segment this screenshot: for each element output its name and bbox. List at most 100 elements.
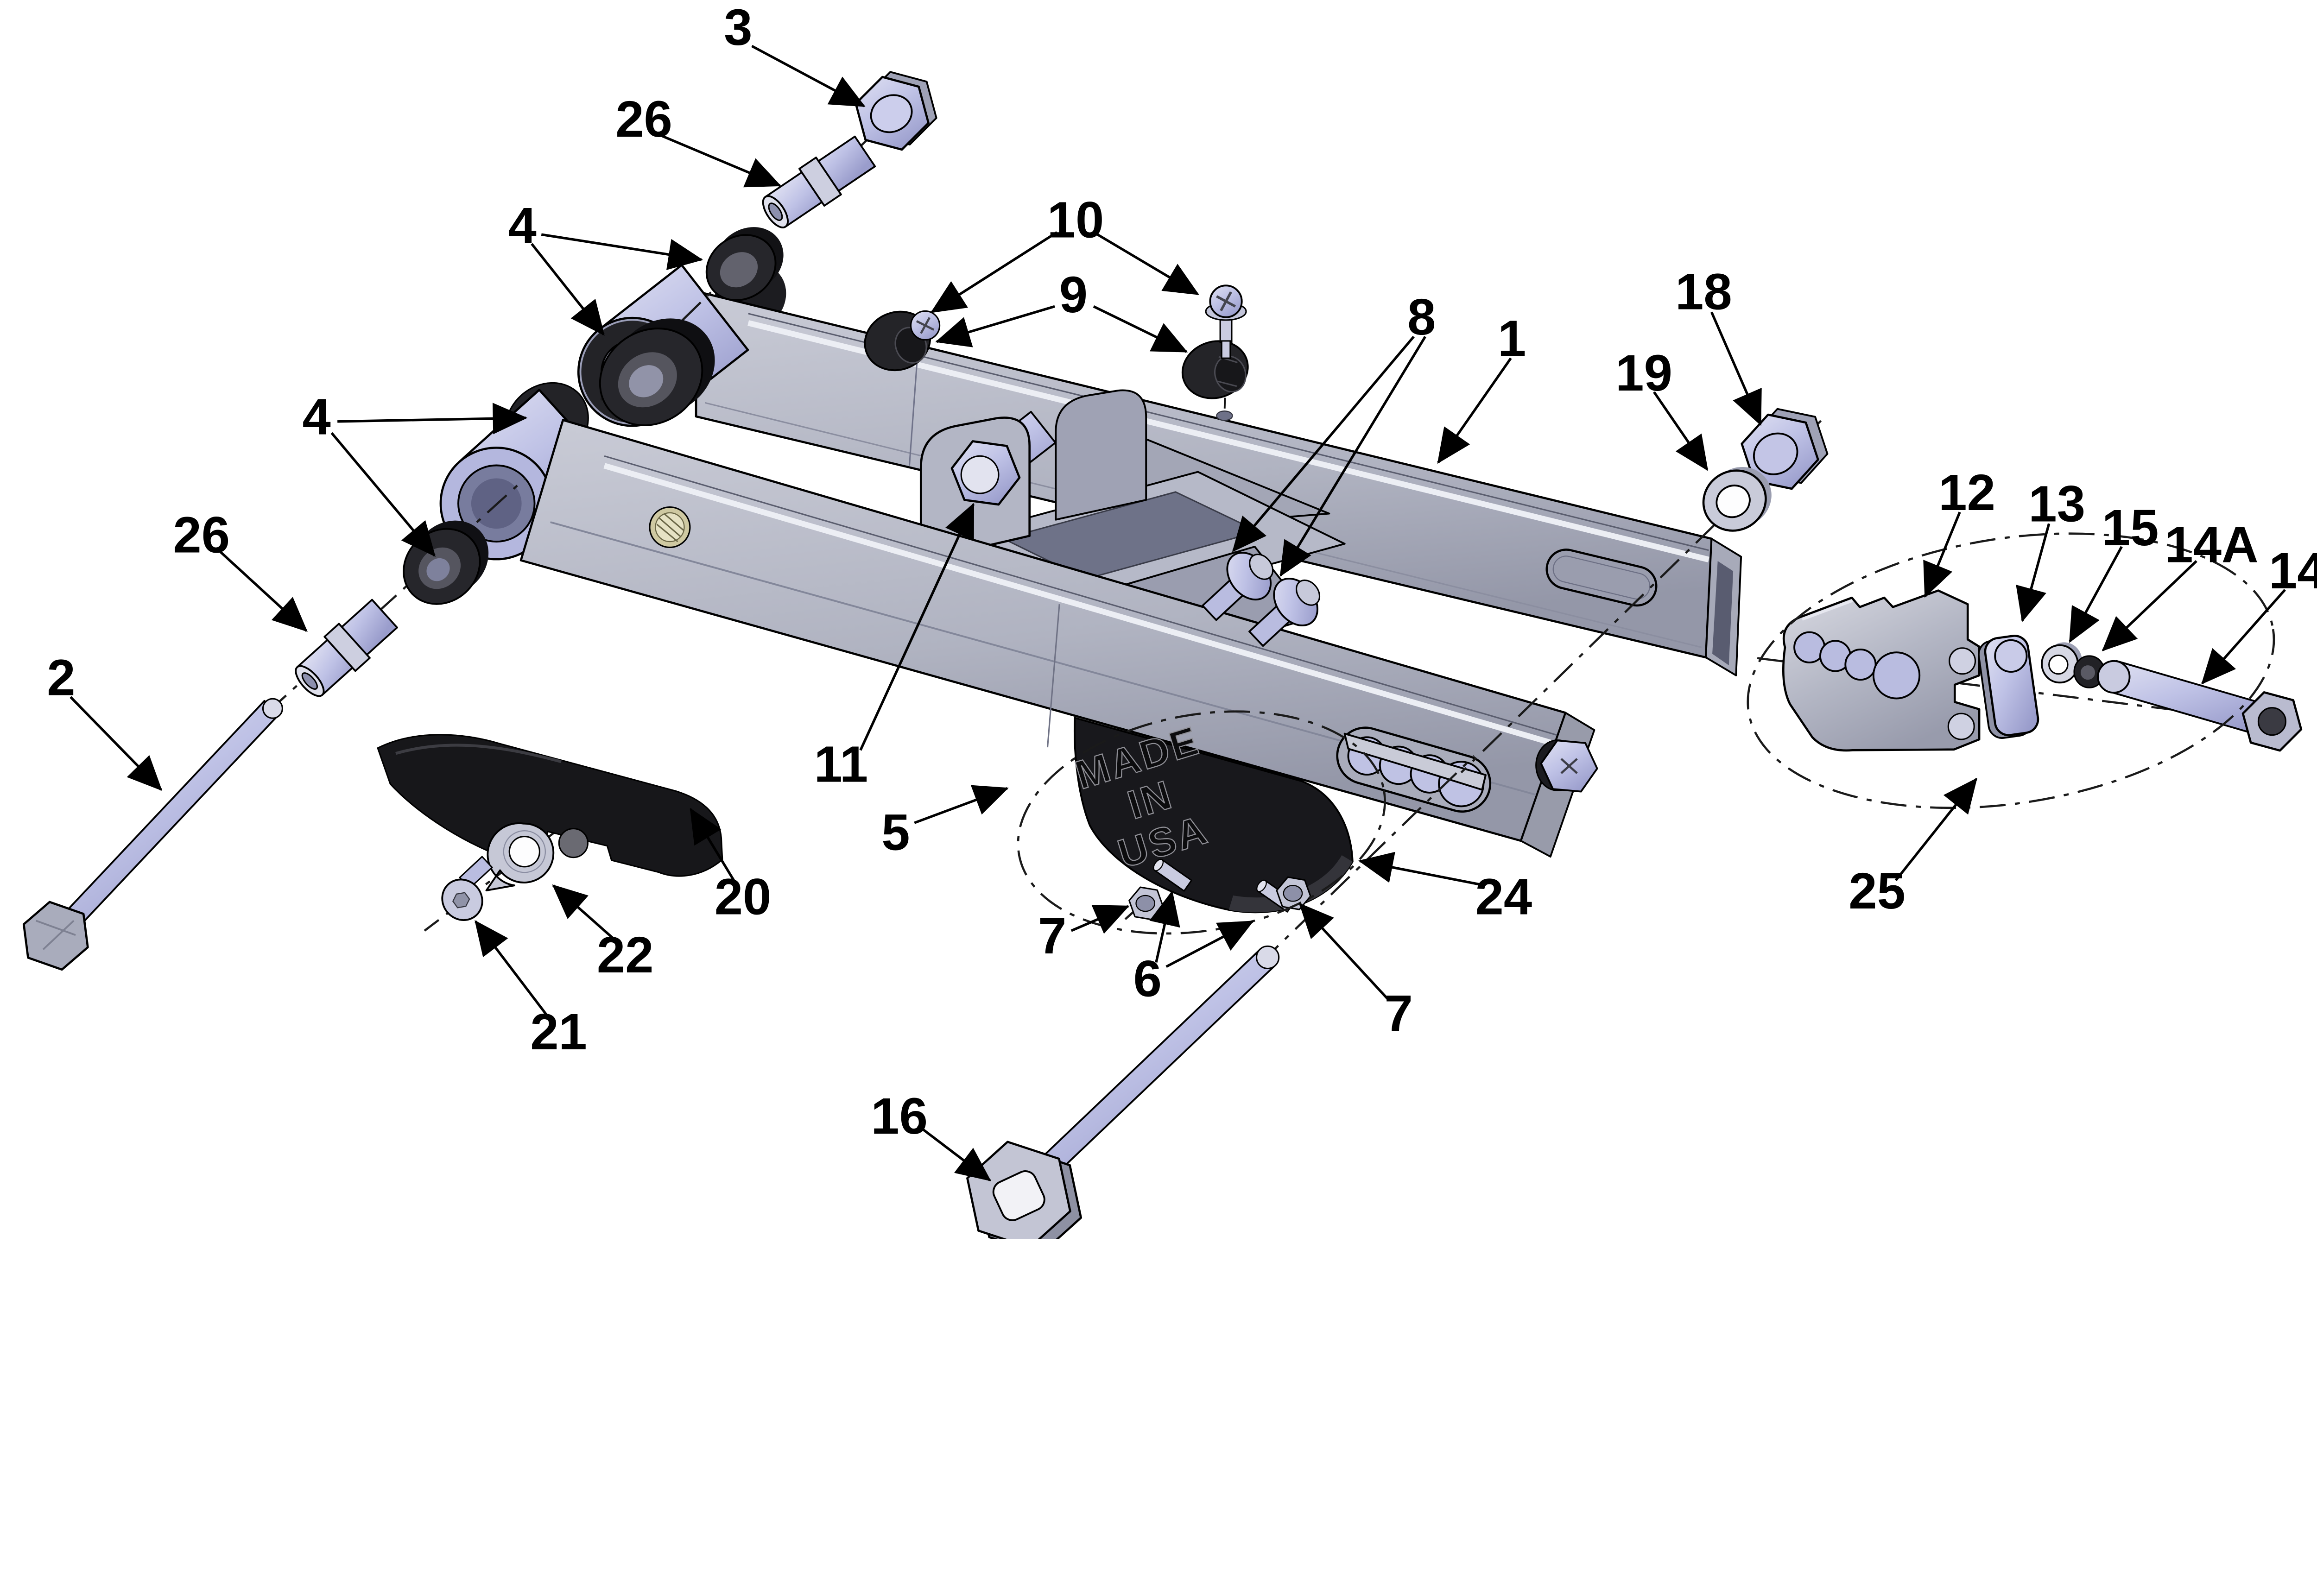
- leader-20: [690, 807, 735, 881]
- leader-7-b: [1299, 903, 1389, 1000]
- callout-1: 1: [1498, 310, 1526, 367]
- leader-10-b: [1094, 232, 1199, 296]
- leader-8-a: [1232, 335, 1415, 552]
- leader-22: [552, 884, 616, 941]
- part-8-stud-right: [1248, 577, 1321, 647]
- leader-9-b: [1093, 305, 1188, 353]
- callout-5: 5: [881, 804, 910, 861]
- callout-24: 24: [1475, 868, 1532, 925]
- part-20-mount-hole: [558, 827, 589, 858]
- part-3-pivot-nut: [855, 71, 937, 151]
- adjuster-retaining-strap: [1343, 732, 1487, 791]
- leader-6-a: [1149, 890, 1180, 963]
- part-4-bushing-top-small: [705, 227, 784, 301]
- callout-14a: 14A: [2165, 516, 2258, 573]
- callout-25: 25: [1849, 863, 1906, 920]
- axis-axle-adjust: [1460, 420, 1822, 774]
- leader-9-a: [935, 305, 1055, 347]
- exploded-parts-diagram: MADE IN USA: [22, 0, 2317, 1239]
- leader-6-b: [1165, 920, 1254, 968]
- callout-12: 12: [1938, 464, 1995, 521]
- leader-8-b: [1279, 336, 1426, 577]
- leader-7-a: [1070, 905, 1130, 934]
- leader-5: [914, 785, 1009, 824]
- callout-7-right: 7: [1385, 985, 1413, 1042]
- callout-20: 20: [715, 868, 772, 925]
- pivot-bolt-face: [960, 455, 1000, 494]
- part-6-stud-left: [1153, 858, 1192, 892]
- leader-4-top-b: [531, 243, 605, 336]
- callout-4-top: 4: [508, 197, 537, 254]
- part-22-washer: [485, 822, 555, 891]
- part-19-washer: [1702, 467, 1772, 532]
- callout-7-left: 7: [1038, 908, 1066, 965]
- leader-18: [1710, 311, 1762, 426]
- leader-19: [1653, 391, 1709, 471]
- callout-15: 15: [2102, 499, 2159, 556]
- leader-24: [1358, 852, 1485, 887]
- part-12-adjuster-block: [1782, 589, 1981, 752]
- leader-4-left-a: [337, 403, 528, 435]
- bottom-arm-seam: [1046, 604, 1060, 748]
- slider-screw-hole: [1216, 410, 1233, 421]
- part-2-pivot-bolt: [22, 698, 283, 971]
- callout-leaders: [70, 44, 2286, 1181]
- leader-4-left-b: [330, 432, 436, 557]
- axle-end-bolt-cross-2: [1560, 758, 1578, 774]
- leader-21: [475, 920, 550, 1018]
- leader-14a: [2102, 560, 2197, 651]
- callout-3: 3: [724, 0, 752, 56]
- leader-15: [2069, 546, 2123, 643]
- part-16-axle: [966, 945, 1280, 1239]
- part-10-screw: [1205, 284, 1247, 359]
- callout-6: 6: [1133, 950, 1162, 1007]
- part-4-bushing-top-large: [599, 318, 715, 426]
- part-13-adjuster-plate: [1978, 635, 2039, 739]
- callout-21: 21: [530, 1003, 587, 1060]
- top-arm-end-bore: [1712, 561, 1734, 666]
- part-26-spacer-top: [762, 135, 876, 228]
- leader-13: [2016, 523, 2051, 623]
- part-9-slider-right: [1181, 340, 1249, 399]
- threaded-insert: [649, 506, 691, 549]
- leader-3: [751, 44, 866, 107]
- part-26-spacer-left: [295, 599, 398, 697]
- part-24-chain-guide: MADE IN USA: [1070, 717, 1354, 914]
- leader-14: [2201, 589, 2286, 685]
- leader-26-left: [219, 550, 308, 632]
- part-15-washer: [2041, 642, 2083, 684]
- part-8-stud-left: [1202, 552, 1274, 621]
- part-7-nut-left: [1128, 886, 1164, 921]
- callout-26-top: 26: [615, 91, 672, 148]
- callout-26-left: 26: [173, 506, 230, 563]
- leader-10-a: [930, 231, 1058, 314]
- callout-22: 22: [597, 927, 654, 984]
- leader-25: [1894, 777, 1977, 882]
- leader-11: [859, 503, 975, 751]
- callout-4-left: 4: [302, 389, 330, 446]
- part-20-guard: [377, 734, 723, 877]
- bottom-arm-edge-line: [604, 455, 1560, 737]
- leader-4-top-a: [541, 233, 703, 270]
- detail-ellipse-25: [1747, 532, 2275, 809]
- leader-2: [70, 696, 163, 791]
- bottom-arm-highlight: [603, 463, 1560, 748]
- pivot-bracket-rear-plate: [1055, 389, 1147, 521]
- leader-26-top: [661, 134, 782, 188]
- callout-2: 2: [47, 650, 75, 707]
- part-9-slider-left: [864, 310, 941, 372]
- leader-1: [1437, 357, 1512, 464]
- top-arm-seam: [908, 348, 919, 466]
- leader-16: [917, 1124, 992, 1181]
- part-18-axle-nut: [1741, 408, 1829, 490]
- callout-9: 9: [1059, 266, 1088, 323]
- top-arm-axle-slot: [1545, 549, 1658, 607]
- callout-8: 8: [1407, 289, 1436, 346]
- callout-11: 11: [814, 736, 868, 793]
- part-14a-spacer-ring: [2073, 655, 2105, 688]
- callout-18: 18: [1675, 264, 1732, 321]
- part-14-adjuster-bolt: [2097, 660, 2303, 752]
- callout-10: 10: [1047, 191, 1104, 248]
- callout-14: 14: [2269, 543, 2317, 599]
- callout-13: 13: [2028, 476, 2085, 533]
